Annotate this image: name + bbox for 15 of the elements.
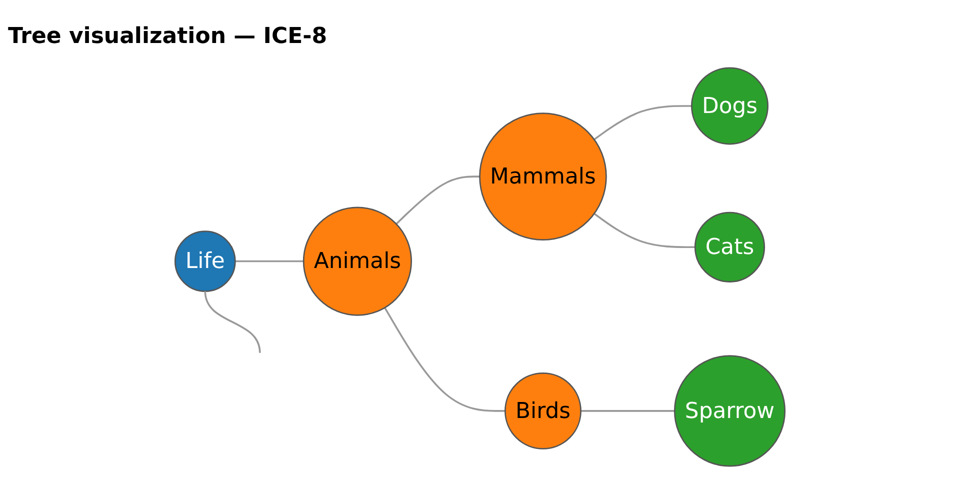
diagram-title: Tree visualization — ICE-8 — [8, 24, 328, 49]
node-circle: Cats — [694, 212, 766, 282]
connector — [580, 410, 675, 412]
connector — [235, 260, 304, 262]
node-circle: Dogs — [691, 67, 768, 145]
connector — [396, 176, 480, 225]
connector — [594, 212, 696, 248]
node-circle: Animals — [302, 206, 412, 316]
node-circle: Mammals — [479, 112, 607, 240]
node-circle: Birds — [504, 372, 582, 450]
connector — [594, 105, 692, 140]
connector — [384, 307, 506, 412]
node-circle: Life — [174, 230, 236, 292]
node-circle: Sparrow — [674, 355, 786, 467]
connector-line — [204, 291, 261, 354]
